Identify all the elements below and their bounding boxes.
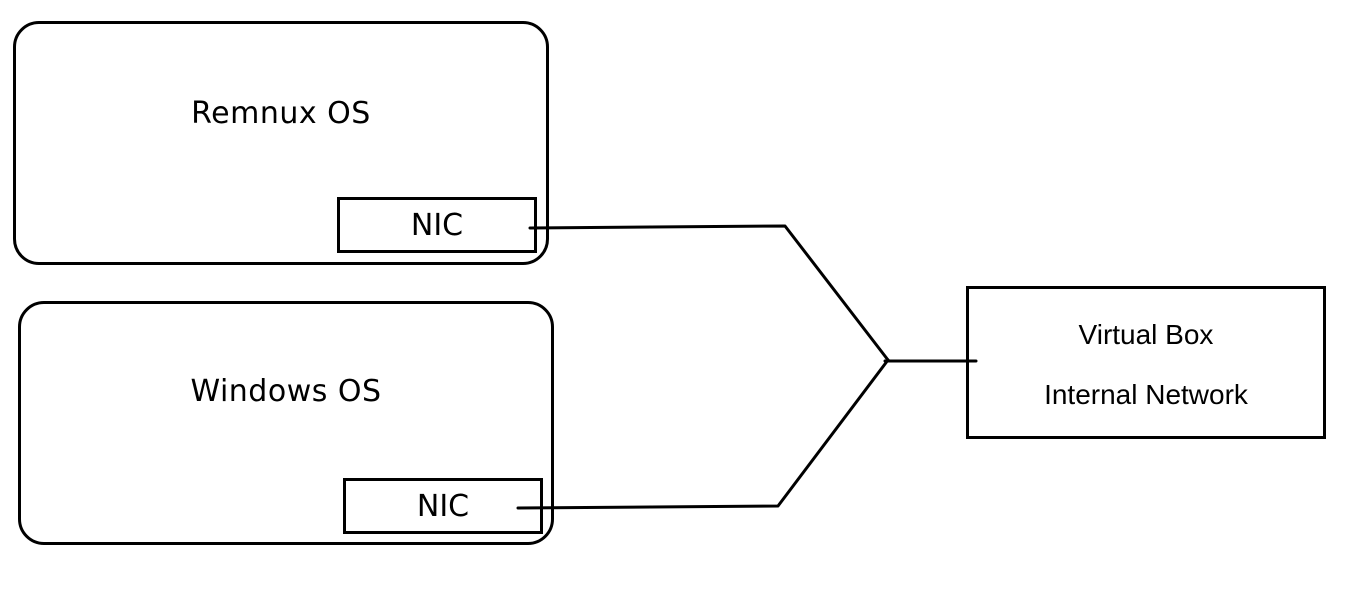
internal-network-label-line1: Virtual Box (1078, 319, 1214, 350)
remnux-nic-label: NIC (410, 207, 464, 243)
windows-nic-label: NIC (416, 488, 470, 524)
windows-nic-connection (516, 358, 890, 510)
remnux-nic-connection (528, 224, 890, 362)
internal-network-box: Virtual Box Internal Network (966, 286, 1326, 439)
remnux-nic-box: NIC (337, 197, 537, 253)
remnux-os-title: Remnux OS (191, 96, 371, 131)
windows-nic-box: NIC (343, 478, 543, 534)
windows-os-title: Windows OS (190, 374, 382, 409)
remnux-os-box: Remnux OS (13, 21, 549, 265)
internal-network-label-line2: Internal Network (1044, 379, 1248, 410)
